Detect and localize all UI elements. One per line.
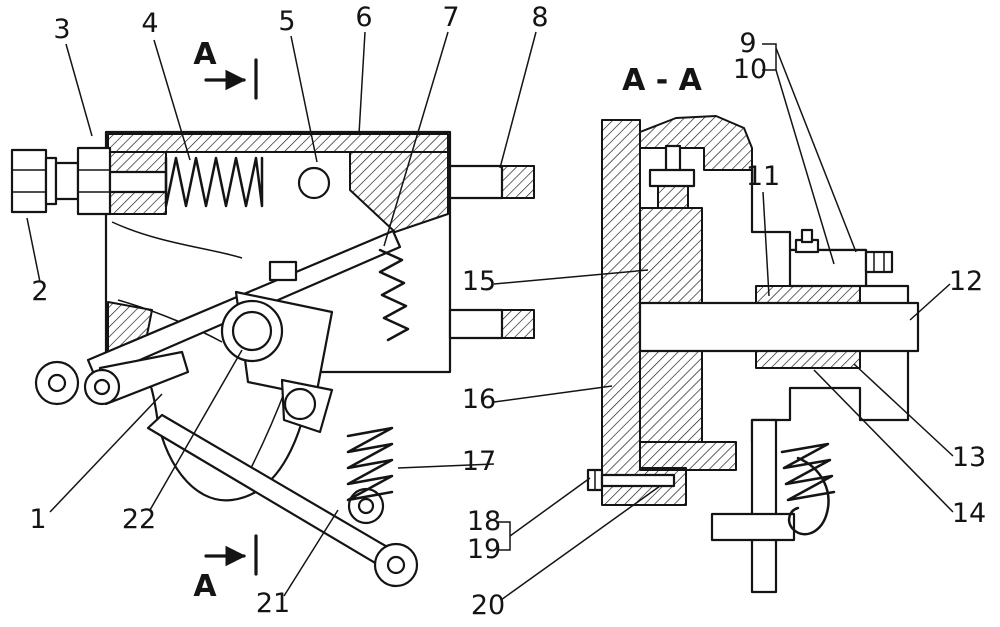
callout-22: 22: [122, 504, 156, 535]
callout-4: 4: [141, 8, 158, 39]
drive-shaft: [638, 301, 920, 353]
spring-hook: [787, 456, 830, 536]
lock-nut: [76, 146, 112, 216]
callout-7: 7: [442, 2, 459, 33]
stud-thread: [501, 309, 535, 339]
stud-thread: [501, 165, 535, 199]
bolt-hex-head: [10, 148, 48, 214]
pivot-bolt: [268, 260, 298, 282]
section-marks: A - A A A: [193, 37, 702, 604]
weight-stem: [664, 144, 682, 174]
callout-2: 2: [31, 276, 48, 307]
leader-lines: [26, 31, 954, 601]
bolt-shank: [54, 161, 80, 201]
stud-shank: [448, 308, 504, 340]
pin-shaft: [600, 473, 676, 488]
section-lever: [710, 418, 796, 594]
stud-bottom: [448, 308, 535, 340]
casting-line: [111, 221, 243, 259]
stud-shank: [448, 164, 504, 200]
section-marker-bottom: A: [193, 569, 217, 604]
lever-foot: [710, 512, 796, 542]
weight-cap: [648, 168, 696, 188]
section-view: [586, 115, 920, 594]
link-rod-ends: [34, 350, 190, 406]
callout-16: 16: [462, 384, 496, 415]
callout-18: 18: [467, 506, 501, 537]
stud-top: [448, 164, 535, 200]
section-spring: [780, 442, 836, 502]
section-housing-bottom: [639, 441, 737, 471]
adjusting-screw: [108, 170, 168, 194]
section-marker-top: A: [193, 37, 217, 72]
idle-spring: [346, 426, 394, 502]
torsion-spring: [378, 248, 410, 342]
bracket-hole: [283, 387, 317, 421]
bolt-washer: [44, 156, 58, 206]
fitting-plate: [788, 248, 868, 288]
callout-15: 15: [462, 266, 496, 297]
callout-3: 3: [53, 14, 70, 45]
spring-seat-hole: [357, 497, 375, 515]
bearing-bottom: [755, 349, 861, 369]
left-view: [10, 130, 535, 588]
adjusting-bolt: [10, 146, 168, 216]
section-housing-top: [639, 115, 753, 171]
callout-5: 5: [278, 6, 295, 37]
callout-14: 14: [952, 498, 986, 529]
fitting-nipple-tip: [800, 228, 814, 244]
callout-1: 1: [29, 504, 46, 535]
weight-base: [657, 185, 689, 209]
callout-10: 10: [733, 54, 767, 85]
lever-arm: [750, 418, 778, 594]
callout-12: 12: [949, 266, 983, 297]
callout-20: 20: [471, 590, 505, 621]
callout-17: 17: [462, 446, 496, 477]
callout-21: 21: [256, 588, 290, 619]
callout-numbers: 1 2 3 4 5 6 7 8 9 10 11 12 13 14 15 16 1…: [29, 2, 986, 621]
bearing-top: [755, 285, 861, 305]
callout-9: 9: [739, 28, 756, 59]
callout-8: 8: [531, 2, 548, 33]
section-title: A - A: [622, 63, 703, 98]
rod-end-hole: [93, 378, 111, 396]
flyweight-part: [648, 144, 696, 209]
housing-bore: [297, 166, 331, 200]
callout-6: 6: [355, 2, 372, 33]
lever-eye-hole: [386, 555, 406, 575]
rod-end-hole: [47, 373, 67, 393]
governor-spring: [164, 156, 264, 208]
callout-13: 13: [952, 442, 986, 473]
housing-hatch-right: [349, 151, 449, 233]
fitting-bolt-head: [864, 250, 894, 274]
lower-lever: [146, 413, 419, 588]
pivot-inner: [231, 310, 273, 352]
callout-19: 19: [467, 534, 501, 565]
callout-11: 11: [746, 161, 780, 192]
housing-hatch-top: [107, 133, 449, 153]
top-fitting: [788, 228, 894, 288]
